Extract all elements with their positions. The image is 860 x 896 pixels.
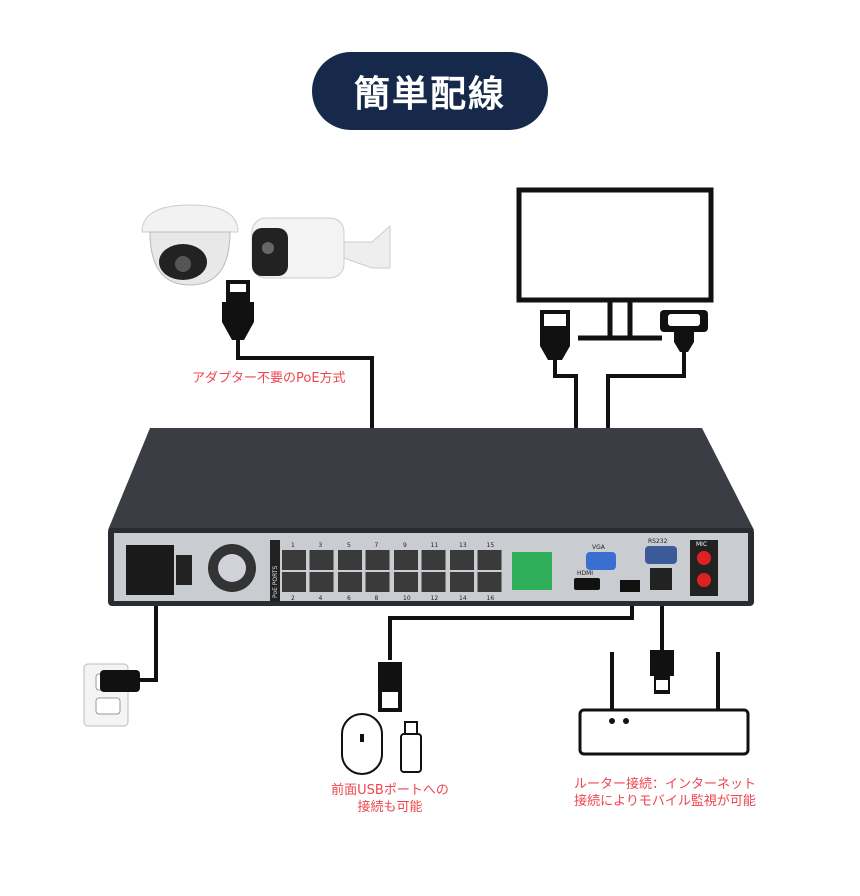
hdmi-port bbox=[574, 578, 600, 590]
usb-flash-drive-icon bbox=[400, 721, 422, 773]
alarm-terminal bbox=[512, 552, 552, 590]
port-number: 3 bbox=[319, 542, 323, 549]
title-badge: 簡単配線 bbox=[312, 52, 548, 130]
port-number: 16 bbox=[487, 595, 495, 602]
power-switch bbox=[176, 555, 192, 585]
usb-note-line: 接続も可能 bbox=[357, 800, 423, 815]
port-number: 9 bbox=[403, 542, 407, 549]
poe-port bbox=[394, 550, 418, 570]
mic-audio-ports bbox=[690, 540, 718, 596]
rj45-plug-icon bbox=[222, 280, 254, 340]
port-number: 10 bbox=[403, 595, 411, 602]
poe-port bbox=[365, 550, 390, 570]
poe-port bbox=[421, 550, 446, 570]
port-number: 8 bbox=[375, 595, 379, 602]
poe-port bbox=[477, 550, 502, 570]
port-number: 4 bbox=[319, 595, 323, 602]
poe-note: アダプター不要のPoE方式 bbox=[192, 371, 346, 386]
poe-port bbox=[394, 572, 418, 592]
poe-port bbox=[282, 572, 306, 592]
poe-port bbox=[421, 572, 446, 592]
poe-port bbox=[338, 550, 362, 570]
power-cable bbox=[140, 598, 158, 682]
port-number: 11 bbox=[431, 542, 439, 549]
power-inlet bbox=[126, 545, 174, 595]
dome-camera bbox=[141, 204, 239, 286]
port-number: 12 bbox=[431, 595, 439, 602]
router bbox=[578, 650, 750, 756]
router-note-line: ルーター接続：インターネット bbox=[573, 777, 756, 792]
port-number: 14 bbox=[459, 595, 467, 602]
port-number: 15 bbox=[487, 542, 495, 549]
poe-port bbox=[309, 572, 334, 592]
usb-port bbox=[620, 580, 640, 592]
poe-port bbox=[450, 550, 474, 570]
usb-note: 前面USBポートへの 接続も可能 bbox=[310, 782, 470, 816]
poe-ports-label: PoE PORTS bbox=[272, 565, 279, 598]
usb-plug-icon bbox=[378, 662, 402, 712]
mouse-icon bbox=[341, 713, 383, 775]
monitor bbox=[516, 187, 714, 341]
port-number: 6 bbox=[347, 595, 351, 602]
svg-text:HDMI: HDMI bbox=[577, 570, 593, 577]
port-number: 7 bbox=[375, 542, 379, 549]
vga-plug-icon bbox=[660, 310, 708, 352]
poe-port bbox=[477, 572, 502, 592]
router-note: ルーター接続：インターネット 接続によりモバイル監視が可能 bbox=[560, 776, 770, 810]
poe-port bbox=[365, 572, 390, 592]
port-number: 1 bbox=[291, 542, 295, 549]
wall-outlet bbox=[83, 663, 140, 727]
port-number: 13 bbox=[459, 542, 467, 549]
usb-note-line: 前面USBポートへの bbox=[331, 783, 449, 798]
lan-port bbox=[650, 568, 672, 590]
poe-port bbox=[309, 550, 334, 570]
poe-port bbox=[338, 572, 362, 592]
poe-port bbox=[450, 572, 474, 592]
svg-text:VGA: VGA bbox=[592, 544, 606, 551]
power-plug-icon bbox=[100, 670, 140, 692]
vga-port bbox=[586, 552, 616, 570]
bullet-camera bbox=[251, 217, 391, 279]
svg-text:MIC: MIC bbox=[696, 541, 707, 548]
hdmi-plug-icon bbox=[540, 310, 570, 360]
router-note-line: 接続によりモバイル監視が可能 bbox=[574, 794, 756, 809]
port-number: 5 bbox=[347, 542, 351, 549]
rs232-port bbox=[645, 546, 677, 564]
port-number: 2 bbox=[291, 595, 295, 602]
poe-port bbox=[282, 550, 306, 570]
svg-text:RS232: RS232 bbox=[648, 538, 668, 545]
